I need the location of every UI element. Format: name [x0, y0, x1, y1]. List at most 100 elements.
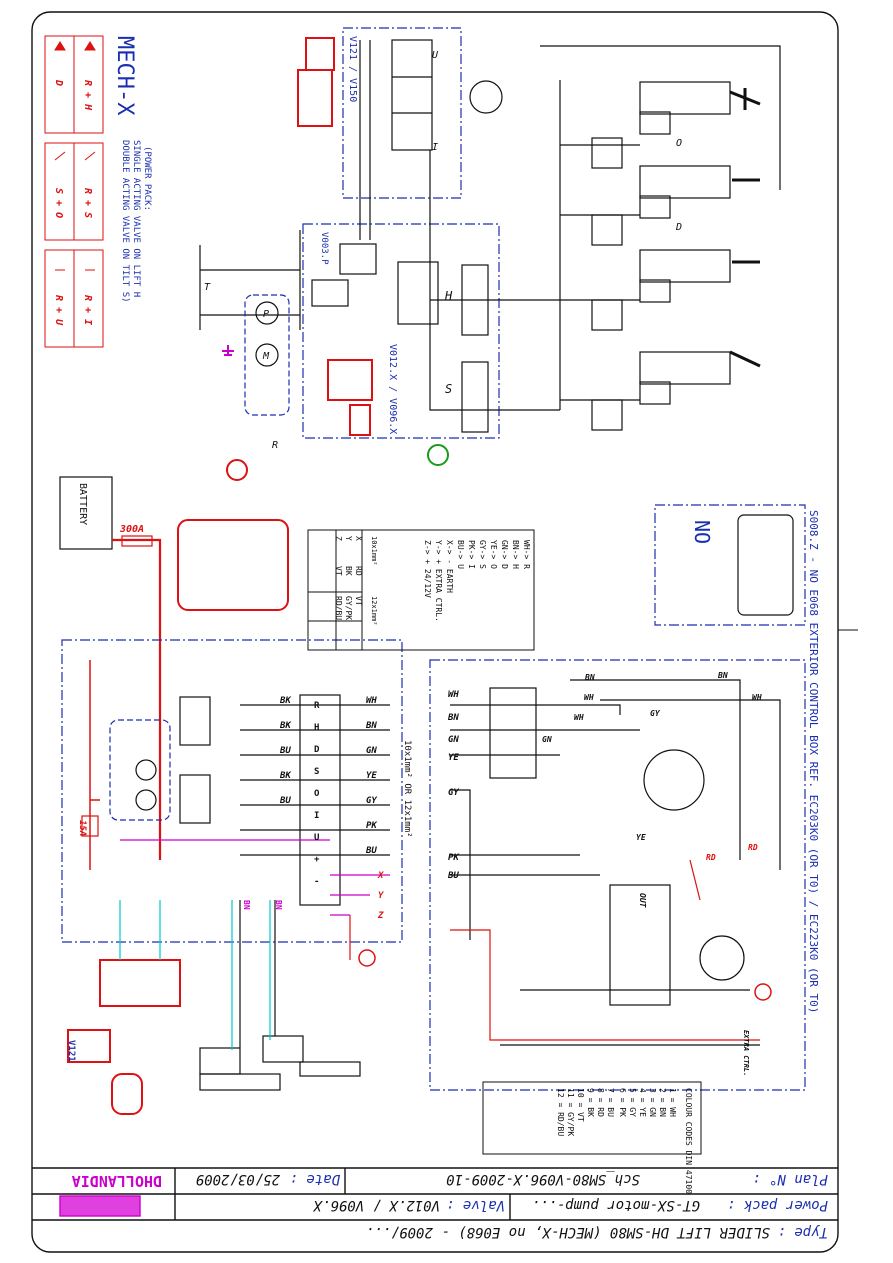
harness-left-2: BU: [279, 746, 291, 756]
valve-label-v121-v150: V121 / V150: [347, 36, 358, 102]
label-u: U: [432, 50, 439, 61]
control-box-wire-0: BN: [584, 673, 595, 682]
lower-valves-cylinders: [119, 900, 361, 1091]
control-box-wire-5: WH: [574, 713, 584, 722]
label-h: H: [444, 289, 453, 303]
control-box-ref: S008.Z - NO E068 EXTERIOR CONTROL BOX RE…: [807, 510, 820, 1013]
wire-map-cell-0-1: RD: [354, 566, 363, 576]
control-box-input-2: GN: [448, 735, 459, 745]
colour-code-5: 5 = GY: [628, 1088, 637, 1117]
control-box-input-6: BU: [447, 871, 459, 881]
colour-code-1: 1 = WH: [668, 1088, 677, 1117]
harness-right-4: GY: [366, 796, 377, 806]
pump-actuator-drawings: [67, 37, 373, 1115]
harness-right-5: PK: [366, 821, 378, 831]
harness-pin-4: O: [314, 789, 320, 799]
harness-bn-label-2: BN: [274, 900, 283, 910]
wire-map-cell-0-2: VT: [354, 596, 363, 606]
harness-left-0: BK: [279, 696, 292, 706]
wire-map-cell-0-0: X: [354, 536, 363, 541]
wire-map-line-7: X-> - EARTH: [445, 540, 454, 593]
label-out: OUT: [638, 893, 647, 909]
battery-circuit: [59, 476, 403, 943]
type-value: SLIDER LIFT DH-SM80 (MECH-X, no E068) - …: [365, 1224, 770, 1240]
wire-map-line-6: BU-> U: [456, 540, 465, 569]
date-value: 25/03/2009: [196, 1171, 280, 1187]
wire-map-cell-2-2: RD/BU: [334, 596, 343, 620]
harness-cable-label: 10x1mm² OR 12x1mm²: [402, 740, 412, 838]
wire-map-line-5: PK-> I: [467, 540, 476, 569]
harness-right-0: WH: [366, 696, 377, 706]
control-box-wire-1: BN: [717, 671, 728, 680]
wire-map-cell-1-0: Y: [344, 536, 353, 541]
mode-legend: R + H D R + S S + O R + I R + U MECH-X (…: [44, 35, 152, 348]
wire-map-cell-1-2: GY/PK: [344, 596, 353, 620]
control-box-input-1: BN: [447, 713, 459, 723]
colour-code-12: 12 = RD/BU: [556, 1088, 565, 1136]
fuse-300a: 300A: [119, 524, 144, 535]
label-m: M: [262, 351, 270, 362]
exterior-control-box: [429, 504, 806, 1091]
wire-map-line-4: GY-> S: [478, 540, 487, 569]
valve-label-v003p: V003.P: [319, 232, 329, 265]
colour-code-8: 8 = RD: [596, 1088, 605, 1117]
colour-codes-col1: 1 = WH2 = BN3 = GN4 = YE5 = GY6 = PK: [618, 1088, 677, 1117]
label-p: P: [263, 309, 269, 320]
control-box-input-4: GY: [448, 788, 459, 798]
colour-code-7: 7 = BU: [606, 1088, 615, 1117]
legend-button-rs: R + S: [82, 188, 93, 218]
type-label: Type :: [777, 1224, 828, 1240]
harness-pin-2: D: [314, 745, 320, 755]
harness-pin-5: I: [314, 811, 319, 821]
control-box-wire-8: RD: [748, 843, 758, 852]
legend-button-d: D: [53, 79, 64, 86]
harness-right-2: GN: [366, 746, 377, 756]
harness-pin-0: R: [314, 701, 320, 711]
harness-right-6: BU: [365, 846, 377, 856]
harness-xyz-1: Y: [378, 891, 384, 901]
harness-xyz-0: X: [377, 871, 384, 881]
legend-note-1: (POWER PACK:: [142, 146, 152, 211]
harness-pin-7: +: [314, 855, 320, 865]
colour-codes-title: COLOUR CODES DIN 47100: [684, 1088, 693, 1194]
harness-left-1: BK: [279, 721, 292, 731]
colour-code-3: 3 = GN: [648, 1088, 657, 1117]
control-box-input-3: YE: [448, 753, 459, 763]
control-box-wire-3: WH: [752, 693, 762, 702]
label-r: R: [272, 440, 278, 451]
control-box-wire-6: YE: [636, 833, 646, 842]
label-t: T: [204, 282, 211, 293]
colour-code-2: 2 = BN: [658, 1088, 667, 1117]
sheet-border: [31, 11, 839, 1253]
label-o: O: [676, 138, 682, 149]
label-no: NO: [690, 520, 714, 544]
legend-title: MECH-X: [112, 36, 137, 116]
wire-map-head-1: 10x1mm²: [370, 536, 378, 566]
valve-label: Valve :: [446, 1197, 505, 1213]
wire-map-line-1: BN-> H: [511, 540, 520, 569]
harness-pin-1: H: [314, 723, 319, 733]
legend-note-2: SINGLE ACTING VALVE ON LIFT H: [131, 140, 141, 297]
wire-map-lines: WH-> RBN-> HGN-> DYE-> OGY-> SPK-> IBU->…: [423, 540, 531, 622]
colour-code-10: 10 = VT: [576, 1088, 585, 1122]
harness-pin-6: U: [314, 833, 319, 843]
harness-left-4: BU: [279, 796, 291, 806]
wire-map-head-2: 12x1mm²: [370, 596, 378, 626]
colour-code-4: 4 = YE: [638, 1088, 647, 1117]
harness-right-3: YE: [366, 771, 377, 781]
control-box-wire-7: RD: [706, 853, 716, 862]
wire-map-line-8: Y-> + EXTRA CTRL.: [434, 540, 443, 622]
label-extra-ctrl: EXTRA CTRL.: [742, 1030, 750, 1076]
hydraulic-circuit: [199, 27, 781, 466]
harness-connector: [120, 694, 390, 960]
power-pack-value: GT-SX-motor pump-...: [531, 1197, 700, 1213]
wire-map-line-9: Z-> + 24/12V: [423, 540, 432, 598]
wire-map: [307, 529, 535, 651]
harness-xyz-2: Z: [377, 911, 384, 921]
control-box-input-5: PK: [448, 853, 460, 863]
